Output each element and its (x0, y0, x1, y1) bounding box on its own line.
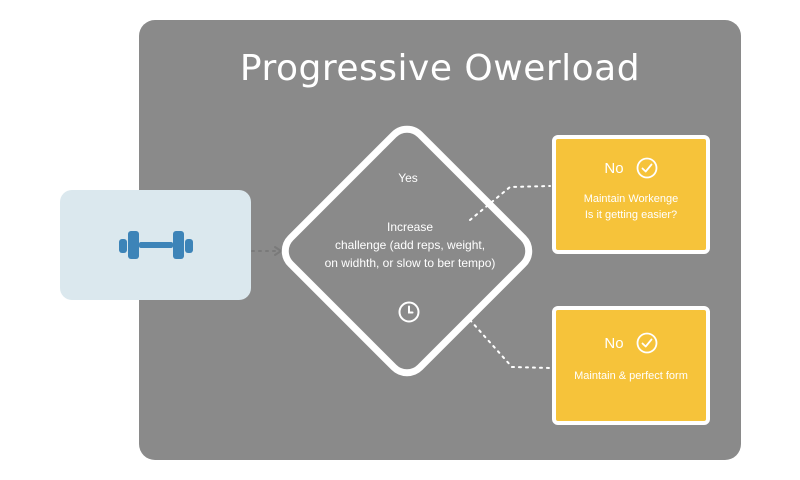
outcome-text-line: Maintain Workenge (583, 193, 679, 205)
outcome-label: No (604, 159, 624, 177)
check-circle-icon (636, 332, 657, 354)
outcome-text-line: Is it getting easier? (584, 209, 678, 221)
outcome-node-2: No Maintain & perfect form (552, 306, 710, 425)
diagram-title: Progressive Owerload (239, 48, 641, 89)
dumbbell-icon (118, 231, 193, 259)
outcome-text-line: Maintain & perfect form (574, 370, 688, 382)
decision-text-line: Increase (386, 220, 434, 234)
decision-text-line: challenge (add reps, weight, (334, 238, 486, 252)
clock-icon (398, 301, 420, 323)
outcome-header: No (556, 332, 706, 354)
decision-yes-label: Yes (398, 171, 418, 185)
outcome-label: No (604, 334, 624, 352)
outcome-text: Maintain Workenge Is it getting easier? (556, 191, 706, 223)
check-circle-icon (636, 157, 657, 179)
decision-text: Increase challenge (add reps, weight, on… (310, 218, 510, 272)
outcome-node-1: No Maintain Workenge Is it getting easie… (552, 135, 710, 254)
decision-text-line: on widhth, or slow to ber tempo) (324, 256, 496, 270)
start-node (60, 190, 251, 300)
outcome-text: Maintain & perfect form (556, 368, 706, 384)
outcome-header: No (556, 157, 706, 179)
